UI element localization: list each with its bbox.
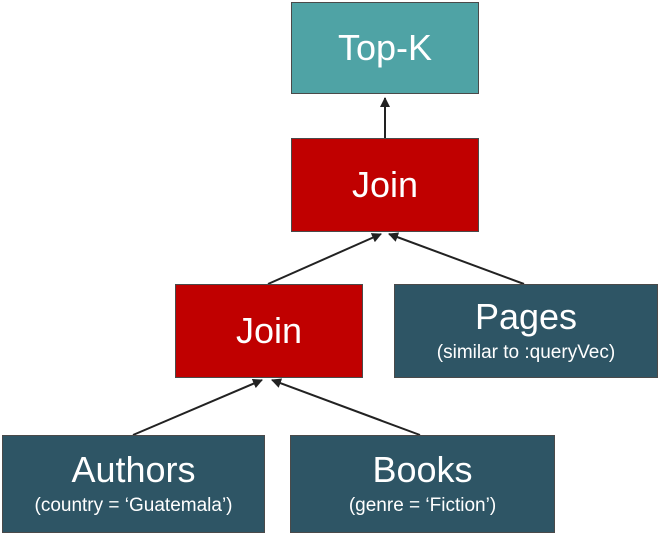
books-node: Books (genre = ‘Fiction’) [290,435,555,533]
pages-node: Pages (similar to :queryVec) [394,284,658,378]
authors-node: Authors (country = ‘Guatemala’) [2,435,265,533]
books-predicate: (genre = ‘Fiction’) [348,494,497,516]
edge-join-bottom-to-join-top [267,233,382,285]
join-top-title: Join [351,164,419,206]
books-title: Books [372,449,473,491]
authors-predicate: (country = ‘Guatemala’) [34,494,233,516]
pages-title: Pages [474,296,578,338]
edge-authors-to-join-bottom [132,378,263,436]
join-bottom-title: Join [235,310,303,352]
topk-node: Top-K [291,2,479,94]
edge-books-to-join-bottom [271,378,421,436]
edge-pages-to-join-top [388,232,525,285]
authors-title: Authors [71,449,196,491]
join-top-node: Join [291,138,479,232]
topk-title: Top-K [337,27,433,69]
pages-predicate: (similar to :queryVec) [436,341,616,363]
join-bottom-node: Join [175,284,363,378]
